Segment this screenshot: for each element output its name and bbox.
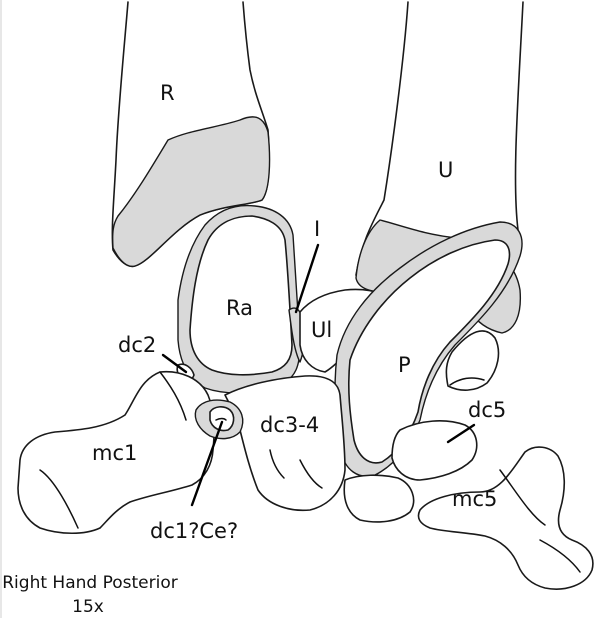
label-dc2: dc2 xyxy=(118,333,156,357)
dc3-4-bone xyxy=(225,376,345,510)
caption-scale: 15x xyxy=(72,597,104,617)
distal-carpal-extra xyxy=(344,475,413,522)
dc5-bone xyxy=(392,421,477,480)
label-mc1: mc1 xyxy=(92,441,137,465)
caption-title: Right Hand Posterior xyxy=(2,573,177,593)
label-P: P xyxy=(398,353,411,377)
label-Ra: Ra xyxy=(226,296,253,320)
label-U: U xyxy=(438,158,453,182)
label-dc5: dc5 xyxy=(468,398,506,422)
label-mc5: mc5 xyxy=(452,487,497,511)
label-I: I xyxy=(314,217,320,241)
label-R: R xyxy=(160,81,175,105)
label-Ul: Ul xyxy=(311,318,332,342)
label-dc3-4: dc3-4 xyxy=(260,413,319,437)
label-dc1-ce: dc1?Ce? xyxy=(150,519,238,543)
